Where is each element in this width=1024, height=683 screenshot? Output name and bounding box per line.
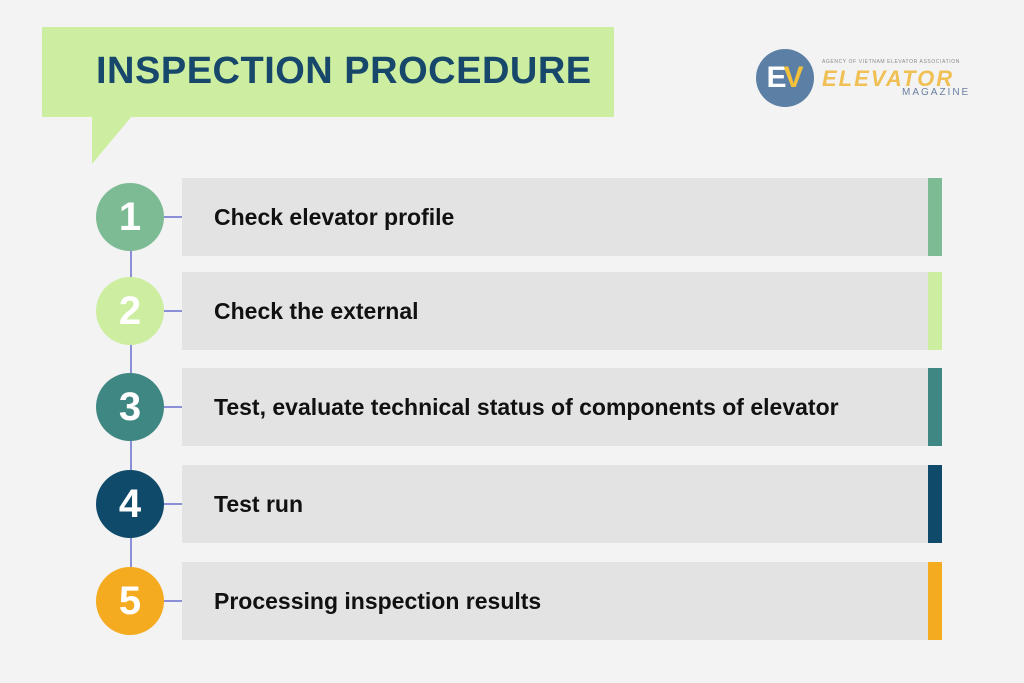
step-accent xyxy=(928,465,942,543)
page-title: INSPECTION PROCEDURE xyxy=(96,50,592,92)
step-label: Check the external xyxy=(214,298,419,324)
logo-subtitle: MAGAZINE xyxy=(902,87,971,98)
step-number-circle: 1 xyxy=(96,183,164,251)
step-label: Check elevator profile xyxy=(214,204,455,230)
step-label: Test, evaluate technical status of compo… xyxy=(214,394,839,420)
step-number-circle: 5 xyxy=(96,567,164,635)
step-number: 2 xyxy=(118,288,142,333)
logo-monogram-v: V xyxy=(783,61,804,94)
step-bar xyxy=(182,465,928,543)
step-bar xyxy=(182,562,928,640)
logo-monogram-e: E xyxy=(766,61,786,94)
step-connector xyxy=(162,600,182,602)
step-label: Processing inspection results xyxy=(214,588,542,614)
step-accent xyxy=(928,562,942,640)
step-bar xyxy=(182,368,928,446)
step-number: 3 xyxy=(118,384,142,429)
step-3: 3 Test, evaluate technical status of com… xyxy=(96,368,942,446)
title-banner-pointer xyxy=(92,116,132,164)
step-connector xyxy=(162,310,182,312)
step-2: 2 Check the external xyxy=(96,272,942,350)
step-label: Test run xyxy=(214,491,304,517)
step-number-circle: 4 xyxy=(96,470,164,538)
step-1: 1 Check elevator profile xyxy=(96,178,942,256)
elevator-magazine-logo: E V AGENCY OF VIETNAM ELEVATOR ASSOCIATI… xyxy=(756,47,968,109)
title-banner xyxy=(42,27,614,117)
step-5: 5 Processing inspection results xyxy=(96,562,942,640)
step-number: 5 xyxy=(118,578,142,623)
step-number: 1 xyxy=(118,194,142,239)
logo-association-text: AGENCY OF VIETNAM ELEVATOR ASSOCIATION xyxy=(822,59,960,65)
step-number-circle: 2 xyxy=(96,277,164,345)
step-accent xyxy=(928,272,942,350)
logo-monogram: E V xyxy=(756,49,814,107)
step-number: 4 xyxy=(118,481,142,526)
step-bar xyxy=(182,178,928,256)
step-connector xyxy=(162,406,182,408)
step-connector xyxy=(162,503,182,505)
step-4: 4 Test run xyxy=(96,465,942,543)
step-number-circle: 3 xyxy=(96,373,164,441)
logo-wordmark: ELEVATOR xyxy=(822,66,955,91)
step-bar xyxy=(182,272,928,350)
step-accent xyxy=(928,178,942,256)
step-accent xyxy=(928,368,942,446)
step-connector xyxy=(162,216,182,218)
